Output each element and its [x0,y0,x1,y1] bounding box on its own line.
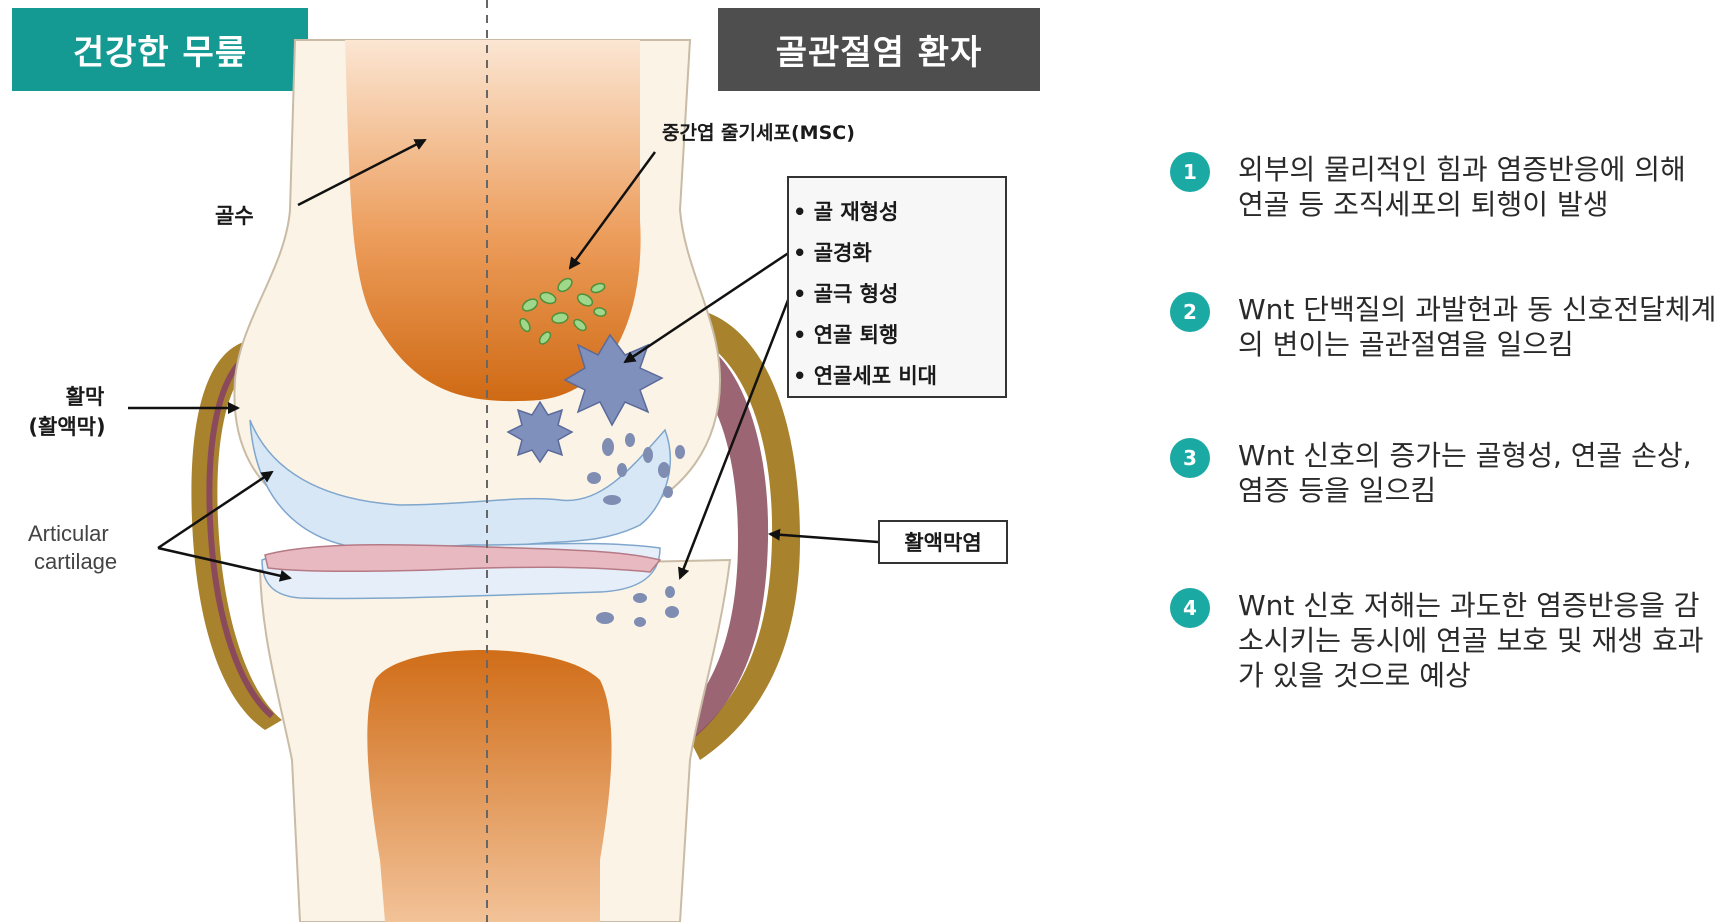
feature-item: • 골 재형성 [793,192,1005,233]
synovium-label-line2: (활액막) [4,412,130,442]
number-badge: 3 [1170,438,1210,478]
explanation-item-4: 4 Wnt 신호 저해는 과도한 염증반응을 감소시키는 동시에 연골 보호 및… [1170,588,1730,693]
explanation-item-1: 1 외부의 물리적인 힘과 염증반응에 의해 연골 등 조직세포의 퇴행이 발생 [1170,152,1730,222]
feature-item: • 골경화 [793,233,1005,274]
tibia-marrow [367,650,611,922]
number-badge: 4 [1170,588,1210,628]
synovitis-label: 활액막염 [878,520,1008,564]
feature-item: • 연골 퇴행 [793,315,1005,356]
explanation-text: 외부의 물리적인 힘과 염증반응에 의해 연골 등 조직세포의 퇴행이 발생 [1238,152,1718,222]
articular-cartilage-label: Articular cartilage [28,520,117,576]
number-badge: 2 [1170,292,1210,332]
feature-item: • 연골세포 비대 [793,356,1005,397]
explanation-item-2: 2 Wnt 단백질의 과발현과 동 신호전달체계의 변이는 골관절염을 일으킴 [1170,292,1730,362]
synovium-label-line1: 활막 [40,382,130,412]
explanation-text: Wnt 신호의 증가는 골형성, 연골 손상, 염증 등을 일으킴 [1238,438,1718,508]
explanation-text: Wnt 단백질의 과발현과 동 신호전달체계의 변이는 골관절염을 일으킴 [1238,292,1718,362]
msc-label: 중간엽 줄기세포(MSC) [662,118,855,145]
feature-item: • 골극 형성 [793,274,1005,315]
number-badge: 1 [1170,152,1210,192]
bone-marrow-label: 골수 [215,200,254,230]
synovium-label: 활막 (활액막) [40,382,130,442]
cartilage-label-line2: cartilage [34,548,117,576]
oa-feature-box: • 골 재형성 • 골경화 • 골극 형성 • 연골 퇴행 • 연골세포 비대 [787,176,1007,398]
explanation-text: Wnt 신호 저해는 과도한 염증반응을 감소시키는 동시에 연골 보호 및 재… [1238,588,1718,693]
cartilage-label-line1: Articular [28,520,117,548]
explanation-item-3: 3 Wnt 신호의 증가는 골형성, 연골 손상, 염증 등을 일으킴 [1170,438,1730,508]
